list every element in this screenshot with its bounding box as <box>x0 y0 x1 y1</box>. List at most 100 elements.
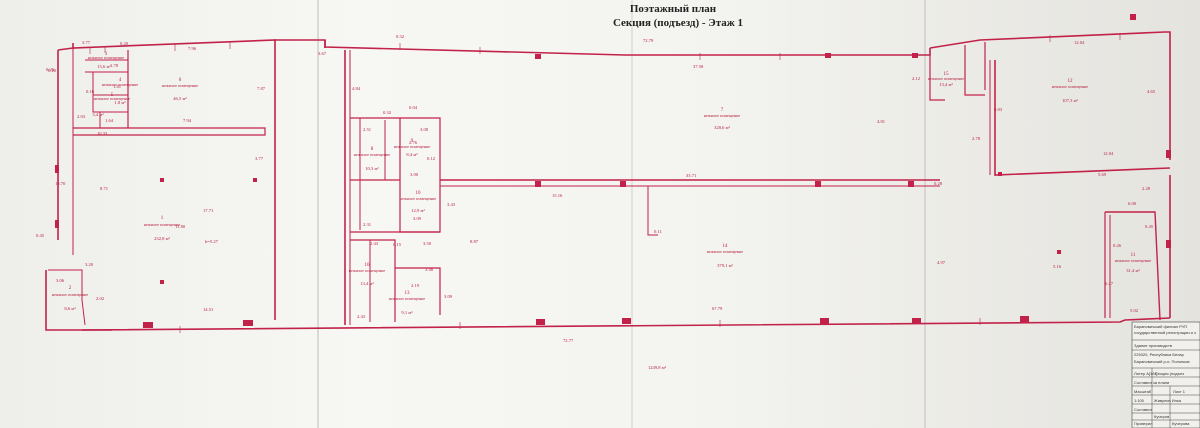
room-type: нежилое помещение <box>94 96 131 101</box>
dim: 6.83 <box>994 107 1003 112</box>
room-number: 5 <box>111 93 114 98</box>
title-block-text: Проверил <box>1134 421 1153 426</box>
title-block-text: 1:100 <box>1134 398 1145 403</box>
room-type: нежилое помещение <box>144 222 181 227</box>
room-number: 8 <box>371 147 374 152</box>
dim: 4.65 <box>1147 89 1156 94</box>
dim: 8.87 <box>470 239 479 244</box>
room-type: нежилое помещение <box>400 196 437 201</box>
dim: 6.00 <box>1128 201 1137 206</box>
title-block-text: Барановичский р-н, Полонков <box>1134 359 1189 364</box>
room-area: 9,1 м² <box>401 310 413 316</box>
room-area: 13,4 м² <box>939 82 953 88</box>
dim: 2.02 <box>96 296 105 301</box>
room-number: 12 <box>1068 79 1074 84</box>
dim: 0.20 <box>120 41 129 46</box>
room-area: 107,3 м² <box>1062 98 1078 104</box>
dim: 37.58 <box>693 64 704 69</box>
dim: 15.16 <box>552 193 563 198</box>
dim: 4.97 <box>937 260 946 265</box>
room-area: 379,1 м² <box>717 263 733 269</box>
title-block-text: Барановичский филиал РУП <box>1134 324 1187 329</box>
room-number: 9 <box>411 139 414 144</box>
dim: 0.45 <box>36 233 45 238</box>
dim: 33.71 <box>686 173 697 178</box>
room-type: нежилое помещение <box>704 113 741 118</box>
room-number: 10 <box>416 191 422 196</box>
dim: 12.04 <box>1103 151 1114 156</box>
room-area: 10,3 м² <box>365 166 379 172</box>
dim: 3.48 <box>425 267 434 272</box>
dim: 6.27 <box>1105 281 1114 286</box>
title-block-text: Кучеров <box>1154 414 1169 419</box>
dim: 0.32 <box>396 34 405 39</box>
title-block-text: Секция (подъез <box>1155 371 1184 376</box>
dim: 3.77 <box>82 40 91 45</box>
dim: 3.09 <box>444 294 453 299</box>
dim: 2.03 <box>77 114 86 119</box>
room-labels: 1 нежилое помещение 232,8 м² 2 нежилое п… <box>52 52 1152 316</box>
dim: 0.16 <box>86 89 95 94</box>
dim: 3.20 <box>85 262 94 267</box>
dim: 1.61 <box>113 84 122 89</box>
window-marks <box>89 33 1121 333</box>
dim: 0.26 <box>46 67 55 72</box>
title-block-text: Литер А[1/И] <box>1134 371 1157 376</box>
dim: 2.78 <box>972 136 981 141</box>
dim: 5.69 <box>1098 172 1107 177</box>
dim: 3.00 <box>410 172 419 177</box>
room-type: нежилое помещение <box>394 144 431 149</box>
dim: 4.81 <box>877 119 886 124</box>
title-block-text: 225320, Республика Белар <box>1134 352 1185 357</box>
dim: 5.02 <box>1130 308 1139 313</box>
dim: 0.11 <box>654 229 663 234</box>
dim: 3.08 <box>420 127 429 132</box>
title-block-text: Живулин Илья <box>1154 398 1181 403</box>
room-number: 11 <box>1131 253 1136 258</box>
room-type: нежилое помещение <box>1115 258 1152 263</box>
room-type: нежилое помещение <box>162 83 199 88</box>
dim: 12.04 <box>1074 40 1085 45</box>
dim: 2.43 <box>370 241 379 246</box>
room-area: 3,4 м² <box>92 112 104 118</box>
dim: 7.87 <box>257 86 266 91</box>
dim: 10.33 <box>97 131 108 136</box>
room-type: нежилое помещение <box>88 55 125 60</box>
title-block-text: Составил за плани <box>1134 380 1169 385</box>
room-type: нежилое помещение <box>389 296 426 301</box>
dim: 3.43 <box>447 202 456 207</box>
dim: 2.31 <box>363 222 372 227</box>
total-area: 1249,8 м² <box>648 365 667 371</box>
dim: 3.77 <box>255 156 264 161</box>
dim: 11.80 <box>175 224 186 229</box>
title-block-text: Лист 1 <box>1173 389 1186 394</box>
room-area: 12,9 м² <box>411 208 425 214</box>
dim: 0.12 <box>427 156 436 161</box>
room-area: 232,8 м² <box>154 236 170 242</box>
dim: 0.32 <box>383 110 392 115</box>
room-area: 328,6 м² <box>714 125 730 131</box>
room-area: 31,4 м² <box>1126 268 1140 274</box>
dim: 2.28 <box>1142 186 1151 191</box>
dim: 3.67 <box>318 51 327 56</box>
dim: 1.64 <box>105 118 114 123</box>
dim: 72.79 <box>643 38 654 43</box>
room-type: нежилое помещение <box>1052 84 1089 89</box>
dim: 4.84 <box>352 86 361 91</box>
title-block-text: Кучерова <box>1172 421 1190 426</box>
dim: 0.15 <box>393 242 402 247</box>
room-type: нежилое помещение <box>349 268 386 273</box>
dim: 3.09 <box>413 216 422 221</box>
room-number: 4 <box>119 78 122 83</box>
room-number: 14 <box>723 244 729 249</box>
dim: 0.45 <box>1145 224 1154 229</box>
title-block-text: Составил <box>1134 407 1152 412</box>
dim: 2.19 <box>411 283 420 288</box>
room-type: нежилое помещение <box>354 152 391 157</box>
room-area: 46,5 м² <box>173 96 187 102</box>
dim: 2.12 <box>912 76 921 81</box>
room-number: 1 <box>161 216 164 221</box>
column-markers <box>55 14 1171 328</box>
outer-walls <box>45 31 1171 331</box>
